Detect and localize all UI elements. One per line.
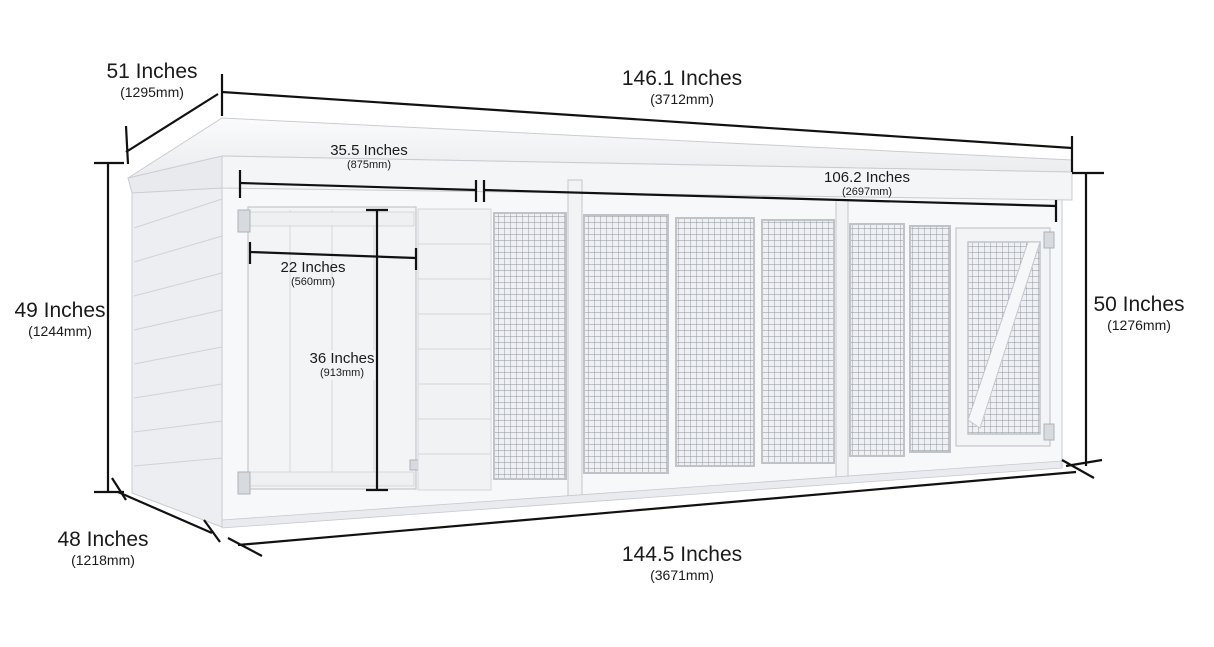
depth-base-mm: (1218mm)	[71, 552, 135, 569]
length-top-mm: (3712mm)	[650, 91, 714, 108]
door-width-label: 22 Inches (560mm)	[280, 259, 345, 289]
depth-top-label: 51 Inches (1295mm)	[106, 60, 197, 100]
door-bottom-brace	[249, 471, 415, 487]
mesh-panel	[849, 223, 905, 457]
depth-base-inches: 48 Inches	[57, 528, 149, 551]
door-height-inches: 36 Inches	[309, 350, 375, 367]
run-gate	[955, 227, 1055, 447]
height-front-mm: (1276mm)	[1107, 317, 1171, 334]
roof-side	[127, 155, 223, 194]
run-post	[567, 179, 583, 501]
mesh-panel	[761, 219, 835, 464]
gate-hinge-bottom	[1043, 423, 1055, 441]
hinge-bottom	[237, 471, 251, 495]
length-base-mm: (3671mm)	[650, 567, 714, 584]
length-base-inches: 144.5 Inches	[621, 543, 743, 566]
kennel-building	[127, 117, 1073, 529]
mesh-panel	[493, 212, 567, 480]
side-wall	[131, 162, 223, 528]
mesh-panel	[675, 217, 755, 467]
height-back-label: 49 Inches (1244mm)	[14, 299, 106, 340]
height-front-label: 50 Inches (1276mm)	[1093, 293, 1185, 334]
height-back-inches: 49 Inches	[14, 299, 106, 322]
length-top-inches: 146.1 Inches	[621, 67, 743, 90]
run-mesh-panels	[493, 179, 951, 501]
door-width-mm: (560mm)	[290, 276, 336, 289]
kennel-cladding	[417, 208, 492, 491]
depth-base-label: 48 Inches (1218mm)	[57, 528, 148, 568]
gate-hinge-top	[1043, 231, 1055, 249]
run-width-mm: (2697mm)	[841, 186, 893, 199]
gate-brace	[967, 241, 1041, 429]
door-top-brace	[249, 211, 415, 227]
hinge-top	[237, 209, 251, 233]
height-front-inches: 50 Inches	[1093, 293, 1185, 316]
depth-top-inches: 51 Inches	[106, 60, 198, 83]
height-back-mm: (1244mm)	[28, 323, 92, 340]
door-width-inches: 22 Inches	[280, 259, 346, 276]
mesh-panel	[909, 225, 951, 453]
run-width-label: 106.2 Inches (2697mm)	[824, 169, 910, 199]
dimension-lines	[94, 74, 1104, 557]
length-top-label: 146.1 Inches (3712mm)	[622, 67, 742, 107]
run-post	[835, 199, 849, 479]
mesh-panel	[583, 214, 669, 474]
door-height-label: 36 Inches (913mm)	[309, 350, 375, 380]
kennel-width-inches: 35.5 Inches	[330, 142, 408, 159]
kennel-width-mm: (875mm)	[346, 159, 391, 172]
side-cladding	[133, 198, 223, 467]
base-skirt	[221, 460, 1063, 529]
door-height-mm: (913mm)	[319, 367, 365, 380]
depth-top-mm: (1295mm)	[120, 84, 184, 101]
run-width-inches: 106.2 Inches	[824, 169, 910, 186]
kennel-width-label: 35.5 Inches (875mm)	[330, 142, 408, 172]
length-base-label: 144.5 Inches (3671mm)	[622, 543, 742, 583]
